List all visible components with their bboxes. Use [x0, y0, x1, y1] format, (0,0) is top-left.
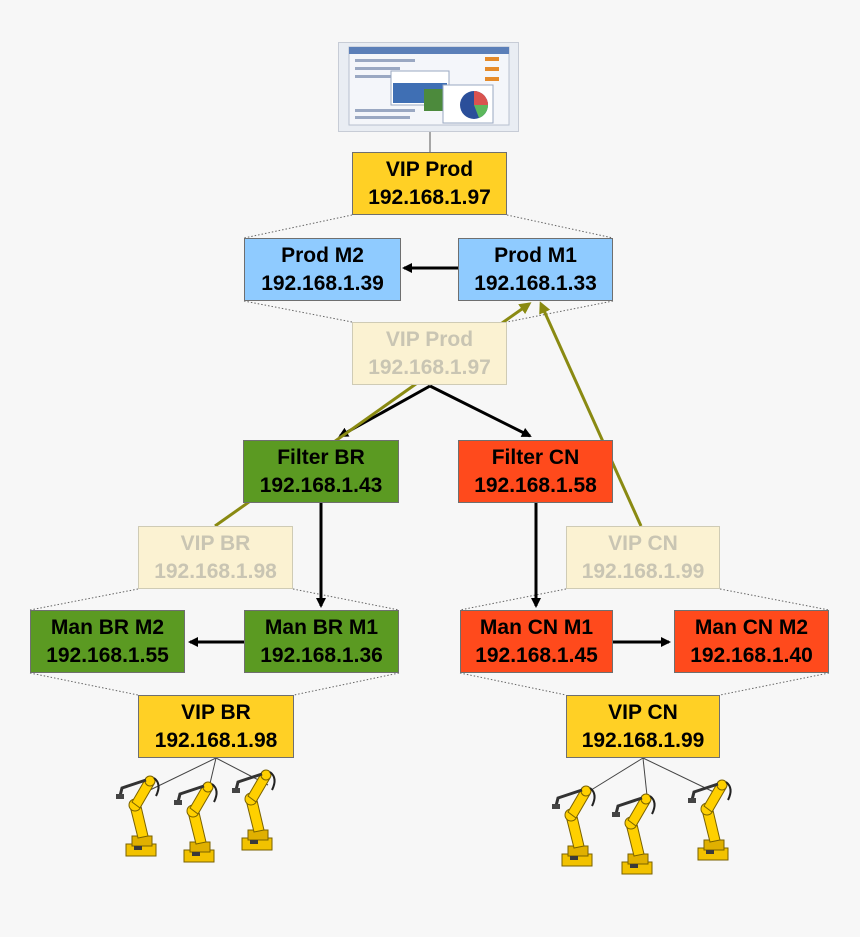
- node-ip: 192.168.1.58: [474, 473, 597, 497]
- node-title: VIP BR: [180, 531, 251, 555]
- node-man-cn-m1: Man CN M1 192.168.1.45: [460, 610, 613, 673]
- node-vip-prod-ghost: VIP Prod 192.168.1.97: [352, 322, 507, 385]
- industrial-robot-arm-icon: [686, 778, 733, 862]
- node-title: VIP Prod: [385, 157, 474, 181]
- node-title: Man CN M1: [479, 615, 594, 639]
- node-ip: 192.168.1.45: [475, 643, 598, 667]
- node-ip: 192.168.1.99: [581, 728, 705, 752]
- dashboard-screenshot-icon: [338, 42, 519, 132]
- dotted-links: [29, 214, 830, 696]
- flow-arrows: [188, 263, 671, 647]
- node-ip: 192.168.1.36: [260, 643, 383, 667]
- arrow-vip-to-filter-cn: [429, 384, 532, 438]
- industrial-robot-arm-icon: [114, 774, 161, 858]
- industrial-robot-arm-icon: [230, 768, 277, 852]
- node-title: VIP BR: [181, 700, 251, 724]
- node-man-cn-m2: Man CN M2 192.168.1.40: [674, 610, 829, 673]
- return-arrow-cn-to-prod-m1: [539, 301, 643, 527]
- node-filter-br: Filter BR 192.168.1.43: [243, 440, 399, 503]
- node-ip: 192.168.1.40: [690, 643, 813, 667]
- node-prod-m2: Prod M2 192.168.1.39: [244, 238, 401, 301]
- node-title: Man BR M2: [50, 615, 165, 639]
- node-ip: 192.168.1.97: [368, 355, 491, 379]
- node-filter-cn: Filter CN 192.168.1.58: [458, 440, 613, 503]
- node-title: Prod M2: [281, 243, 364, 267]
- node-title: VIP CN: [608, 700, 678, 724]
- node-title: Filter CN: [491, 445, 580, 469]
- node-ip: 192.168.1.98: [154, 728, 278, 752]
- node-man-br-m2: Man BR M2 192.168.1.55: [30, 610, 185, 673]
- industrial-robot-arm-icon: [550, 784, 597, 868]
- node-ip: 192.168.1.99: [581, 559, 705, 583]
- node-title: Man BR M1: [264, 615, 379, 639]
- node-ip: 192.168.1.55: [46, 643, 169, 667]
- node-ip: 192.168.1.97: [368, 185, 491, 209]
- node-vip-cn: VIP CN 192.168.1.99: [566, 695, 720, 758]
- node-prod-m1: Prod M1 192.168.1.33: [458, 238, 613, 301]
- node-ip: 192.168.1.33: [474, 271, 597, 295]
- node-ip: 192.168.1.39: [261, 271, 384, 295]
- industrial-robot-arm-icon: [610, 792, 657, 876]
- industrial-robot-arm-icon: [172, 780, 219, 864]
- node-ip: 192.168.1.98: [154, 559, 277, 583]
- node-ip: 192.168.1.43: [259, 473, 383, 497]
- node-vip-cn-ghost: VIP CN 192.168.1.99: [566, 526, 720, 589]
- node-vip-br: VIP BR 192.168.1.98: [138, 695, 294, 758]
- node-title: Filter BR: [277, 445, 365, 469]
- node-title: Man CN M2: [694, 615, 809, 639]
- node-title: VIP Prod: [385, 327, 474, 351]
- node-title: VIP CN: [608, 531, 678, 555]
- node-title: Prod M1: [494, 243, 577, 267]
- node-vip-prod: VIP Prod 192.168.1.97: [352, 152, 507, 215]
- node-man-br-m1: Man BR M1 192.168.1.36: [244, 610, 399, 673]
- node-vip-br-ghost: VIP BR 192.168.1.98: [138, 526, 293, 589]
